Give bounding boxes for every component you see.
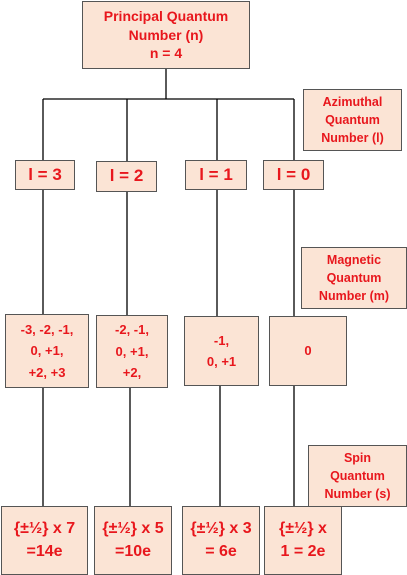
m-values-box-4: 0 <box>269 316 347 386</box>
m-values-box-3: -1, 0, +1 <box>184 316 259 386</box>
m-values-box-2: -2, -1, 0, +1, +2, <box>96 315 168 388</box>
magnetic-label-box: Magnetic Quantum Number (m) <box>301 247 407 309</box>
l-value-box-1: l = 3 <box>15 160 75 190</box>
spin-label-box: Spin Quantum Number (s) <box>308 445 407 507</box>
azimuthal-label-box: Azimuthal Quantum Number (l) <box>303 89 402 151</box>
l-value-box-3: l = 1 <box>185 160 247 190</box>
l-value-box-4: l = 0 <box>263 160 324 190</box>
spin-box-2: {±½} x 5 =10e <box>94 506 172 575</box>
spin-box-4: {±½} x 1 = 2e <box>264 506 342 575</box>
principal-quantum-number-box: Principal Quantum Number (n) n = 4 <box>82 1 250 69</box>
m-values-box-1: -3, -2, -1, 0, +1, +2, +3 <box>5 314 89 388</box>
spin-box-1: {±½} x 7 =14e <box>1 506 88 575</box>
l-value-box-2: l = 2 <box>96 161 157 192</box>
spin-box-3: {±½} x 3 = 6e <box>182 506 260 575</box>
